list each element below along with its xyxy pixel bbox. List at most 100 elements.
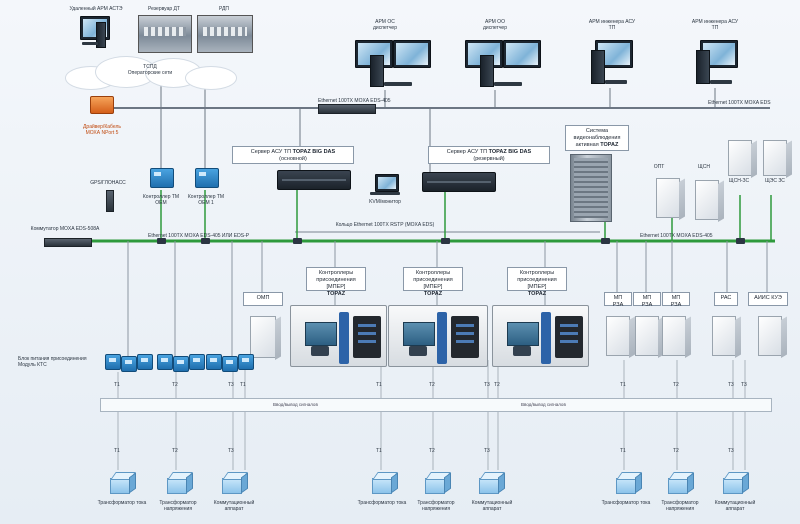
relay — [206, 354, 222, 370]
left-switch — [44, 238, 92, 247]
network-cloud — [60, 52, 240, 90]
omp-cabinet — [250, 316, 276, 358]
eq-label: Трансформатор напряжения — [159, 500, 197, 512]
equipment-cube — [479, 472, 505, 494]
photo2-image — [197, 15, 253, 53]
kvm-monitor — [375, 174, 399, 192]
ws1-monitor-b — [393, 40, 431, 68]
t-label: Т3 — [728, 382, 734, 388]
t-label: Т1 — [620, 448, 626, 454]
remote-arm-keyboard — [82, 42, 98, 45]
t-label: Т1 — [376, 382, 382, 388]
mp-cab-1 — [606, 316, 630, 356]
equipment-cube — [425, 472, 451, 494]
relay — [157, 354, 173, 370]
server-reserve — [422, 172, 496, 192]
tm-controller-2 — [195, 168, 219, 188]
bus-node — [601, 238, 610, 244]
top-bus-label-left: Ethernet 100TX MOXA EDS-405 — [318, 98, 391, 104]
equipment-cube — [616, 472, 642, 494]
cab-shsn-zs — [728, 140, 752, 176]
cab-shsn-zs-label: ЩСН-ЗС — [728, 178, 750, 184]
ws3-tower — [591, 50, 605, 84]
equipment-cube — [723, 472, 749, 494]
t-label: Т3 — [728, 448, 734, 454]
t-label: Т2 — [429, 448, 435, 454]
aiis-cab — [758, 316, 782, 356]
eq-label: Коммутационный аппарат — [213, 500, 255, 512]
kvm-label: KVM/монитор — [369, 199, 401, 205]
ring-label: Кольцо Ethernet 100TX RSTP (MOXA EDS) — [335, 222, 435, 228]
kvm-keyboard — [370, 192, 400, 195]
bus-node — [441, 238, 450, 244]
eq-label: Коммутационный аппарат — [714, 500, 756, 512]
photo1-image — [138, 15, 192, 53]
t-label: Т3 — [228, 448, 234, 454]
t-label: Т2 — [673, 448, 679, 454]
equipment-cube — [167, 472, 193, 494]
photo1-label: Резервуар ДТ — [148, 6, 180, 12]
t-label: Т3 — [484, 382, 490, 388]
relay — [222, 356, 238, 372]
cab-shsn-label: ЩСН — [698, 164, 710, 170]
time-sync-label: GPS/ГЛОНАСС — [90, 180, 126, 186]
top-switch — [318, 104, 376, 114]
ras-box: РАС — [714, 292, 738, 306]
ws4-keyboard — [710, 80, 732, 84]
eq-label: Трансформатор тока — [601, 500, 651, 506]
t-label: Т1 — [620, 382, 626, 388]
t-label: Т1 — [114, 382, 120, 388]
relay — [173, 356, 189, 372]
cab-shes-zs — [763, 140, 787, 176]
t-label: Т2 — [494, 382, 500, 388]
ctrl-cab-1 — [290, 305, 387, 367]
eth-label-left: Ethernet 100TX MOXA EDS-405 ИЛИ EDS-P — [148, 233, 250, 239]
t-label: Т3 — [741, 382, 747, 388]
eq-label: Трансформатор напряжения — [417, 500, 455, 512]
router-device — [90, 96, 114, 114]
t-label: Т2 — [429, 382, 435, 388]
bus-node — [157, 238, 166, 244]
t-label: Т1 — [240, 382, 246, 388]
bus-node — [736, 238, 745, 244]
eq-label: Коммутационный аппарат — [471, 500, 513, 512]
left-switch-label: Коммутатор MOXA EDS-508A — [30, 226, 100, 232]
t-label: Т2 — [673, 382, 679, 388]
sep-right-label: Ввод/вывод сигналов — [521, 402, 566, 407]
equipment-cube — [222, 472, 248, 494]
photo2-label: РДП — [219, 6, 229, 12]
tm-controller-1 — [150, 168, 174, 188]
server-reserve-label: Сервер АСУ ТП TOPAZ BIG DAS(резервный) — [428, 146, 550, 164]
t-label: Т1 — [376, 448, 382, 454]
cab-shsn — [695, 180, 719, 220]
omp-label: ОМП — [243, 292, 283, 306]
eq-label: Трансформатор тока — [357, 500, 407, 506]
relay — [137, 354, 153, 370]
ws2-keyboard — [494, 82, 522, 86]
ws4-tower — [696, 50, 710, 84]
mp-box-3: МП РЗА — [662, 292, 690, 308]
ws1-tower — [370, 55, 384, 87]
ras-cab — [712, 316, 736, 356]
mp-box-2: МП РЗА — [633, 292, 661, 308]
equipment-cube — [372, 472, 398, 494]
cab-shes-zs-label: ЩЭС ЗС — [765, 178, 785, 184]
t-label: Т2 — [172, 382, 178, 388]
t-label: Т3 — [228, 382, 234, 388]
relay — [189, 354, 205, 370]
gps-antenna — [106, 190, 114, 212]
mp-cab-3 — [662, 316, 686, 356]
t-label: Т3 — [484, 448, 490, 454]
cab-opt-label: ОПТ — [653, 164, 665, 170]
